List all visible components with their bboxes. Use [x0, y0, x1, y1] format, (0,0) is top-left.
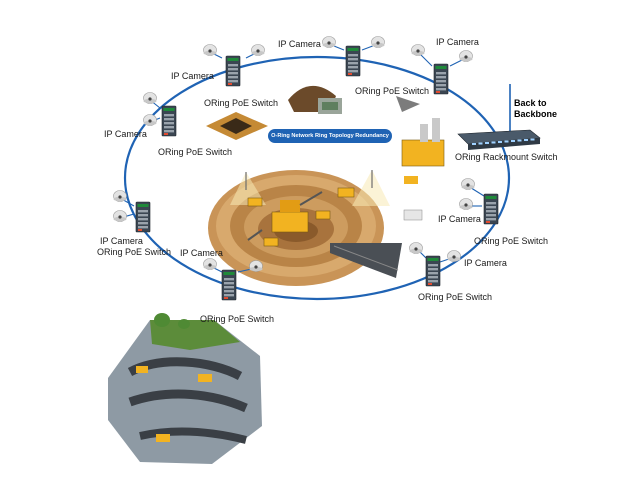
label-sw-right: ORing PoE Switch: [474, 236, 549, 246]
ore-pile-illustration: [288, 85, 342, 114]
poe-switch-icon: [161, 105, 177, 137]
ip-camera-icon: [409, 242, 423, 254]
label-sw-top: ORing PoE Switch: [355, 86, 430, 96]
poe-switch-icon: [433, 63, 449, 95]
label-cam-bottom-right: IP Camera: [464, 258, 507, 268]
poe-switch-icon: [221, 269, 237, 301]
mine-shaft-illustration: [206, 112, 268, 140]
poe-switch-icon: [135, 201, 151, 233]
ip-camera-icon: [203, 44, 217, 56]
open-pit-mine-illustration: [208, 170, 402, 286]
label-cam-left: IP Camera: [104, 129, 147, 139]
processing-plant-illustration: [396, 96, 445, 221]
backbone-label-line2: Backbone: [514, 109, 558, 119]
label-sw-upper-left: ORing PoE Switch: [204, 98, 279, 108]
ip-camera-icon: [461, 178, 475, 190]
ip-camera-icon: [249, 260, 263, 272]
ip-camera-icon: [459, 50, 473, 62]
poe-switch-icon: [425, 255, 441, 287]
ip-camera-icon: [143, 114, 157, 126]
ip-camera-icon: [113, 210, 127, 222]
underground-mine-illustration: [108, 313, 262, 464]
ip-camera-icon: [447, 250, 461, 262]
label-cam-right: IP Camera: [438, 214, 481, 224]
ip-camera-icon: [143, 92, 157, 104]
label-cam-upper-left: IP Camera: [171, 71, 214, 81]
ip-camera-icon: [251, 44, 265, 56]
label-cam-top-right: IP Camera: [436, 37, 479, 47]
label-sw-left: ORing PoE Switch: [158, 147, 233, 157]
label-cam-top: IP Camera: [278, 39, 321, 49]
diagram-title: O-Ring Network Ring Topology Redundancy: [268, 129, 392, 143]
rackmount-switch-icon: [457, 129, 541, 150]
label-cam-mid-left: IP Camera: [100, 236, 143, 246]
ip-camera-icon: [371, 36, 385, 48]
network-ring: [123, 55, 511, 301]
ip-camera-icon: [113, 190, 127, 202]
label-sw-bottom: ORing PoE Switch: [200, 314, 275, 324]
label-sw-rack: ORing Rackmount Switch: [455, 152, 558, 162]
poe-switch-icon: [225, 55, 241, 87]
backbone-label-line1: Back to: [514, 98, 547, 108]
ip-camera-icon: [411, 44, 425, 56]
label-cam-bottom-left: IP Camera: [180, 248, 223, 258]
label-sw-mid-left: ORing PoE Switch: [97, 247, 172, 257]
ip-camera-icon: [203, 258, 217, 270]
ip-camera-icon: [459, 198, 473, 210]
ip-camera-icon: [322, 36, 336, 48]
poe-switch-icon: [483, 193, 499, 225]
poe-switch-icon: [345, 45, 361, 77]
label-sw-bottom-right: ORing PoE Switch: [418, 292, 493, 302]
